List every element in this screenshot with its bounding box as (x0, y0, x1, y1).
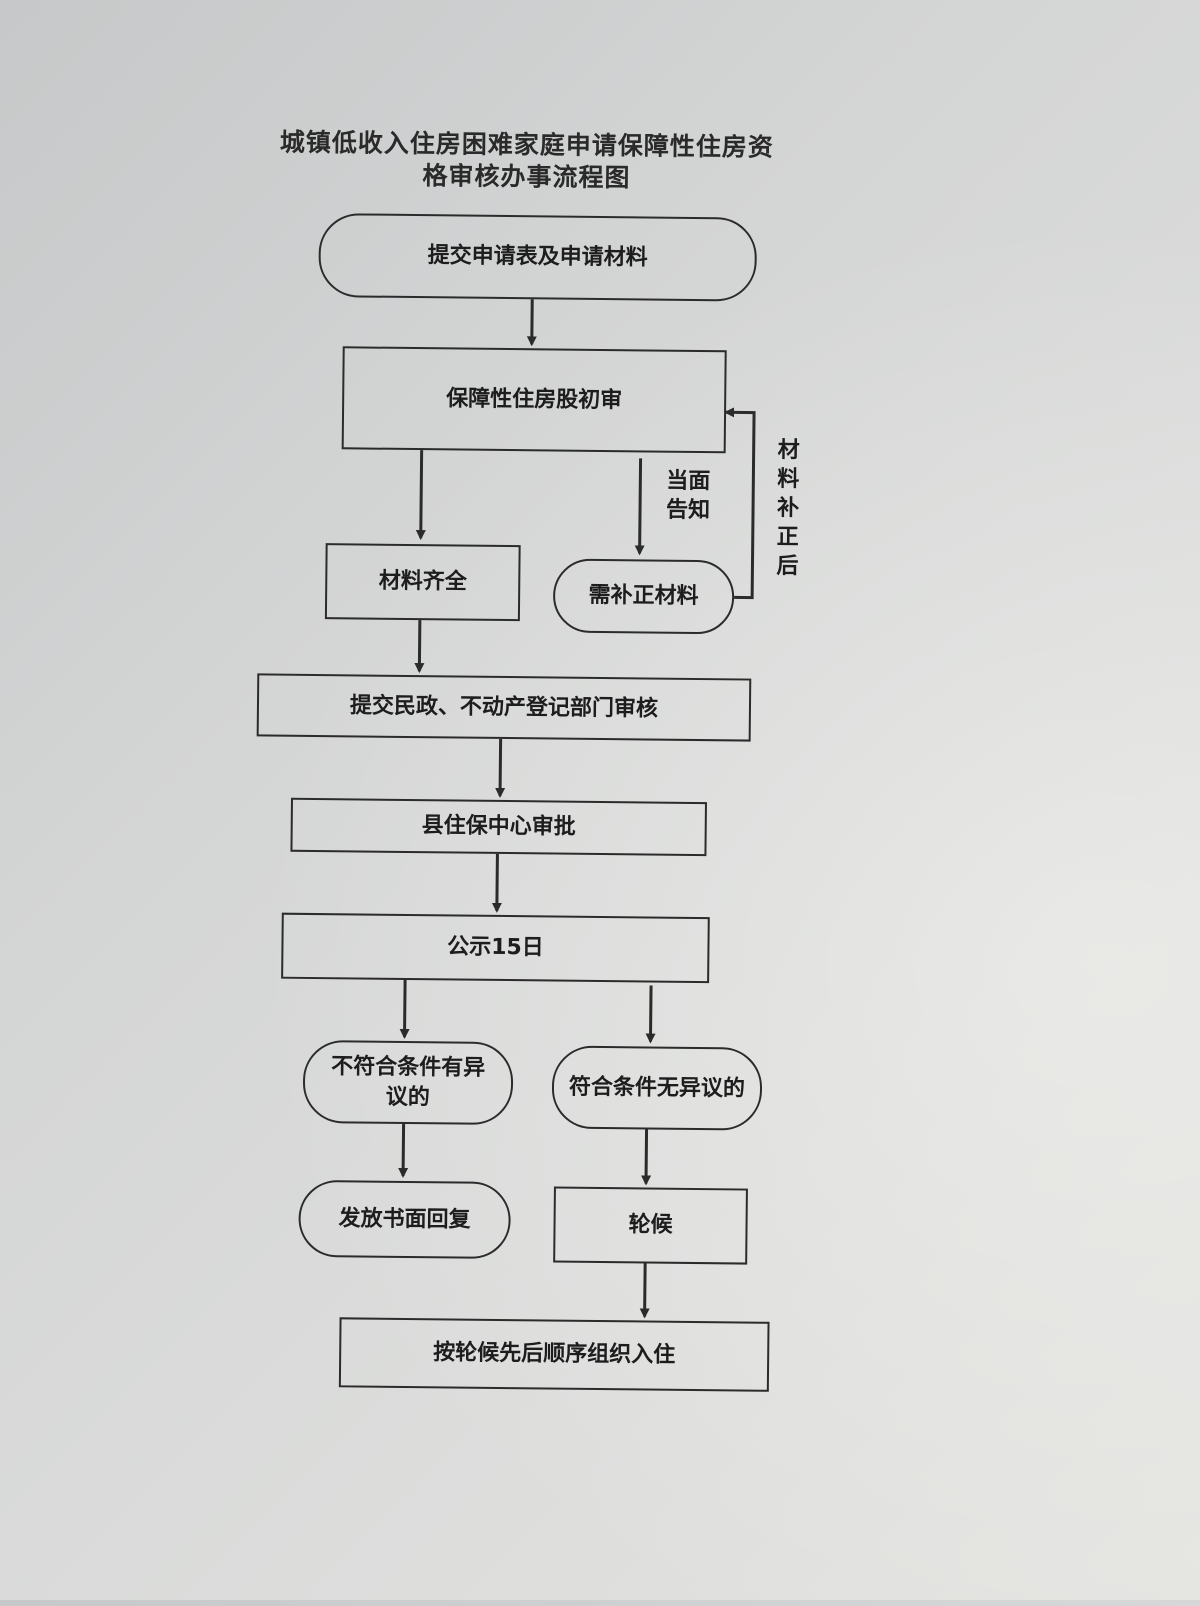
arrow-complete-to-civil (419, 620, 420, 671)
node-move-in: 按轮候先后顺序组织入住 (339, 1317, 770, 1391)
label-notify-in-person: 当面告知 (663, 467, 714, 526)
node-objection: 不符合条件有异议的 (303, 1040, 514, 1125)
arrow-civil-to-county (500, 739, 501, 796)
node-county-approval: 县住保中心审批 (290, 798, 707, 856)
arrow-waitlist-to-move-in (645, 1263, 646, 1316)
arrow-review-to-complete (421, 450, 422, 538)
arrow-objection-to-reply (403, 1124, 404, 1176)
node-public-notice: 公示15日 (281, 913, 710, 983)
node-submit-application: 提交申请表及申请材料 (318, 213, 757, 302)
arrow-notice-to-no-objection (650, 986, 651, 1042)
arrow-county-to-notice (497, 854, 498, 911)
node-waitlist: 轮候 (553, 1187, 748, 1265)
arrow-notice-to-objection (405, 980, 406, 1037)
arrow-correction-back-to-review (724, 412, 754, 597)
arrow-no-objection-to-waitlist (646, 1130, 647, 1184)
node-materials-complete: 材料齐全 (325, 543, 521, 621)
label-after-correction: 材料补正后 (774, 436, 802, 581)
node-civil-affairs-review: 提交民政、不动产登记部门审核 (257, 673, 752, 741)
node-initial-review: 保障性住房股初审 (342, 346, 727, 453)
node-written-reply: 发放书面回复 (298, 1180, 511, 1259)
node-need-correction: 需补正材料 (553, 559, 735, 635)
arrow-review-to-correction (640, 458, 641, 553)
node-no-objection: 符合条件无异议的 (552, 1046, 763, 1131)
